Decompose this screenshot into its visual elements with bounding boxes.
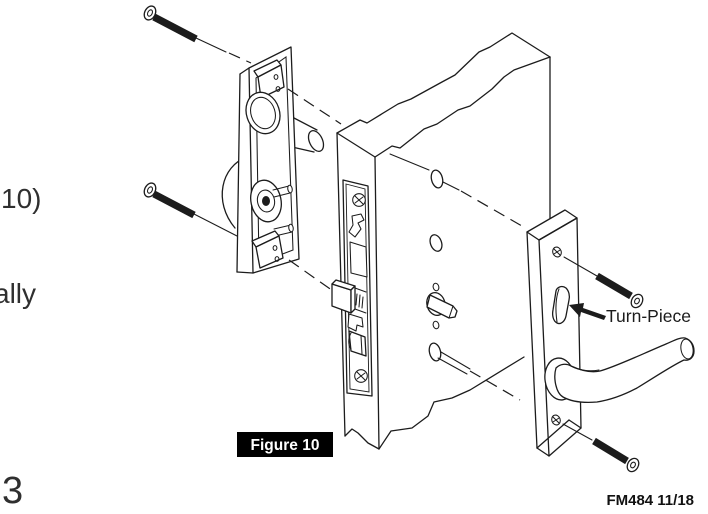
- door-face-holes: [426, 169, 458, 362]
- faceplate-bottom-screw: [354, 369, 368, 383]
- exterior-escutcheon-plate: [526, 209, 695, 457]
- faceplate-top-screw: [352, 193, 366, 207]
- page-number: 3: [2, 470, 23, 512]
- bottom-screw-hole: [428, 342, 442, 362]
- callout-left-arrow-icon: [569, 303, 606, 320]
- body-text-fragment-top: 10): [1, 183, 41, 214]
- figure-caption: Figure 10: [237, 432, 333, 457]
- lever-spindle: [426, 294, 458, 319]
- mounting-screw-bottom-right: [562, 423, 640, 473]
- cylinder-ring-hole: [245, 91, 281, 135]
- lock-cylinder: [291, 117, 325, 153]
- turn-piece-hub: [250, 179, 294, 237]
- turn-piece-knob: [551, 285, 571, 325]
- cylinder-hole: [429, 234, 443, 252]
- top-screw-hole: [430, 169, 444, 189]
- bottom-standoff-post: [251, 230, 284, 269]
- lever-handle: [544, 337, 695, 403]
- screw-axis-projection-lines: [287, 88, 342, 292]
- callout-label: Turn-Piece: [606, 306, 691, 326]
- top-standoff-post: [253, 59, 285, 99]
- auxiliary-deadlatch: [347, 313, 364, 332]
- faceplate-window-cutout: [349, 241, 368, 278]
- mounting-screw-top-left: [143, 5, 252, 64]
- mounting-screw-top-right: [563, 256, 644, 309]
- plate-top-screw-hole: [552, 246, 562, 258]
- body-text-fragment-middle: ally: [0, 278, 36, 309]
- lever-end-cap: [680, 338, 694, 360]
- plate-bottom-screw-hole: [551, 414, 561, 426]
- caption-text: Figure 10: [251, 437, 320, 454]
- latchbolt: [348, 330, 367, 357]
- door-projection-lines: [389, 153, 523, 401]
- auxiliary-latch-hook: [348, 213, 365, 238]
- mounting-screw-mid-left: [143, 182, 253, 244]
- turn-piece-callout: Turn-Piece: [569, 303, 691, 326]
- document-code: FM484 11/18: [606, 492, 694, 509]
- door-section: [331, 32, 551, 450]
- caption-box: [237, 432, 333, 457]
- deadbolt: [331, 279, 367, 314]
- mortise-lock-faceplate: [331, 179, 373, 397]
- interior-escutcheon-plate: [236, 46, 300, 274]
